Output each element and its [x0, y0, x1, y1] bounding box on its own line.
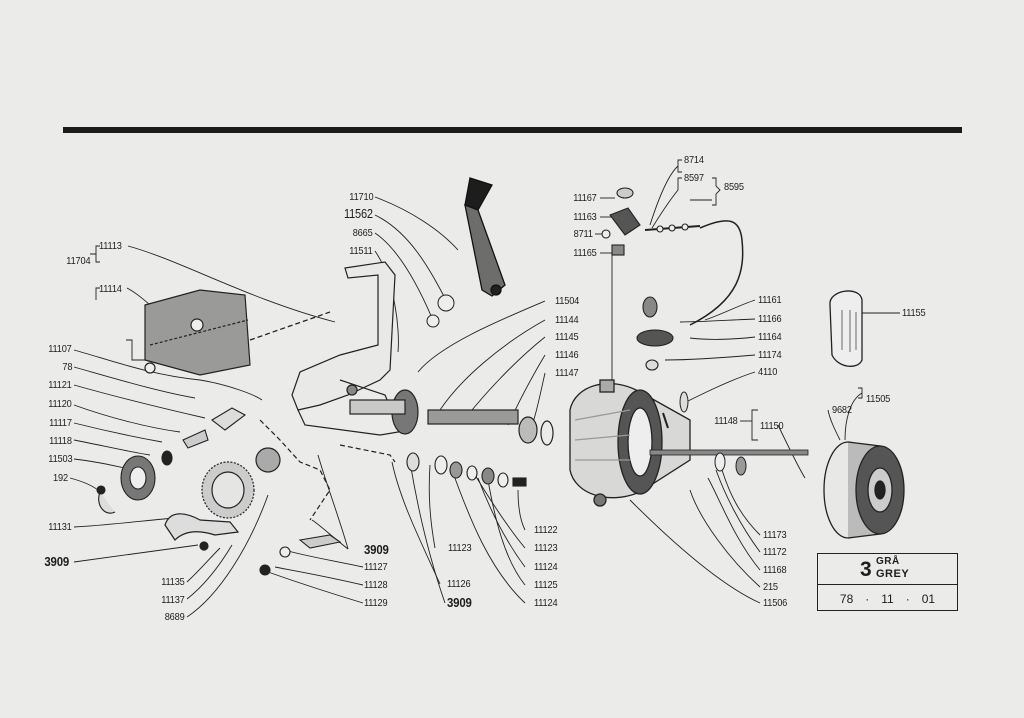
date-separator: ·: [865, 592, 870, 606]
part-number: 11166: [758, 313, 782, 325]
part-number: 11117: [49, 417, 72, 429]
part-number: 11172: [763, 546, 787, 558]
part-number: 11163: [573, 211, 598, 223]
color-date-stamp: 3 GRÅ GREY 78 · 11 · 01: [817, 553, 958, 611]
part-number: 11167: [573, 192, 598, 204]
part-number: 11146: [555, 349, 579, 361]
washers: [434, 455, 527, 488]
bail-roller: [601, 187, 701, 371]
color-name-english: GREY: [876, 568, 910, 580]
part-number: 8689: [165, 611, 185, 623]
date-month: 11: [881, 592, 894, 606]
date-day: 01: [921, 592, 936, 606]
part-number: 11123: [534, 542, 558, 554]
part-number: 8597: [684, 172, 704, 184]
part-number: 8711: [573, 228, 593, 240]
part-number: 8595: [724, 181, 744, 193]
part-number: 11710: [348, 191, 373, 203]
part-number: 11125: [534, 579, 558, 591]
color-code-row: 3 GRÅ GREY: [818, 554, 957, 585]
part-number: 11126: [447, 578, 471, 590]
part-number: 11123: [448, 542, 472, 554]
side-plate: [144, 289, 251, 376]
part-number: 11506: [763, 597, 788, 609]
date-year: 78: [839, 592, 854, 606]
part-number: 3909: [447, 595, 472, 610]
part-number: 11174: [758, 349, 782, 361]
color-number: 3: [860, 558, 872, 581]
screws: [259, 452, 420, 576]
part-number: 11155: [902, 307, 926, 319]
part-number: 11122: [534, 524, 558, 536]
header-rule: [63, 127, 962, 133]
rotor-housing: [569, 379, 691, 507]
color-name-swedish: GRÅ: [876, 556, 900, 567]
part-number: 11148: [714, 415, 739, 427]
part-number: 11121: [48, 379, 73, 391]
part-number: 11505: [866, 393, 891, 405]
part-number: 3909: [44, 554, 69, 569]
pinion-gear: [96, 407, 247, 514]
part-number: 4110: [758, 366, 778, 378]
part-number: 11161: [758, 294, 782, 306]
part-number: 11131: [48, 521, 73, 533]
main-gear: [201, 447, 281, 519]
part-number: 11164: [758, 331, 782, 343]
drag-cap: [829, 290, 863, 367]
part-number: 11113: [99, 240, 122, 252]
part-number: 11704: [65, 255, 90, 267]
part-number: 11173: [763, 529, 787, 541]
drive-gear: [349, 389, 554, 446]
part-number: 192: [53, 472, 68, 484]
part-number: 215: [763, 581, 778, 593]
part-number: 11145: [555, 331, 579, 343]
part-number: 11128: [364, 579, 388, 591]
part-number: 11120: [48, 398, 73, 410]
part-number: 8714: [684, 154, 704, 166]
part-number: 78: [62, 361, 72, 373]
part-number: 11127: [364, 561, 388, 573]
spool: [823, 441, 905, 539]
bail-wire: [689, 220, 744, 326]
part-number: 9682: [832, 404, 852, 416]
part-number: 11150: [760, 420, 784, 432]
oscillation-arm: [164, 513, 240, 551]
part-number: 11562: [344, 207, 373, 221]
part-number: 11118: [49, 435, 72, 447]
part-number: 11147: [555, 367, 579, 379]
part-number: 11144: [555, 314, 579, 326]
part-number: 11114: [99, 283, 122, 295]
part-number: 11168: [763, 564, 787, 576]
date-separator: ·: [905, 592, 910, 606]
part-number: 11511: [349, 245, 374, 257]
part-number: 3909: [364, 542, 389, 557]
part-number: 11107: [48, 343, 73, 355]
part-number: 11124: [534, 561, 558, 573]
crank-handle: [464, 177, 506, 297]
part-number: 11137: [161, 594, 186, 606]
part-number: 11165: [573, 247, 598, 259]
part-number: 11129: [364, 597, 388, 609]
part-number: 11124: [534, 597, 558, 609]
part-number: 8665: [353, 227, 373, 239]
main-shaft: [649, 449, 809, 456]
part-number: 11135: [161, 576, 186, 588]
date-row: 78 · 11 · 01: [818, 585, 957, 606]
part-number: 11504: [555, 295, 580, 307]
part-number: 11503: [47, 453, 72, 465]
